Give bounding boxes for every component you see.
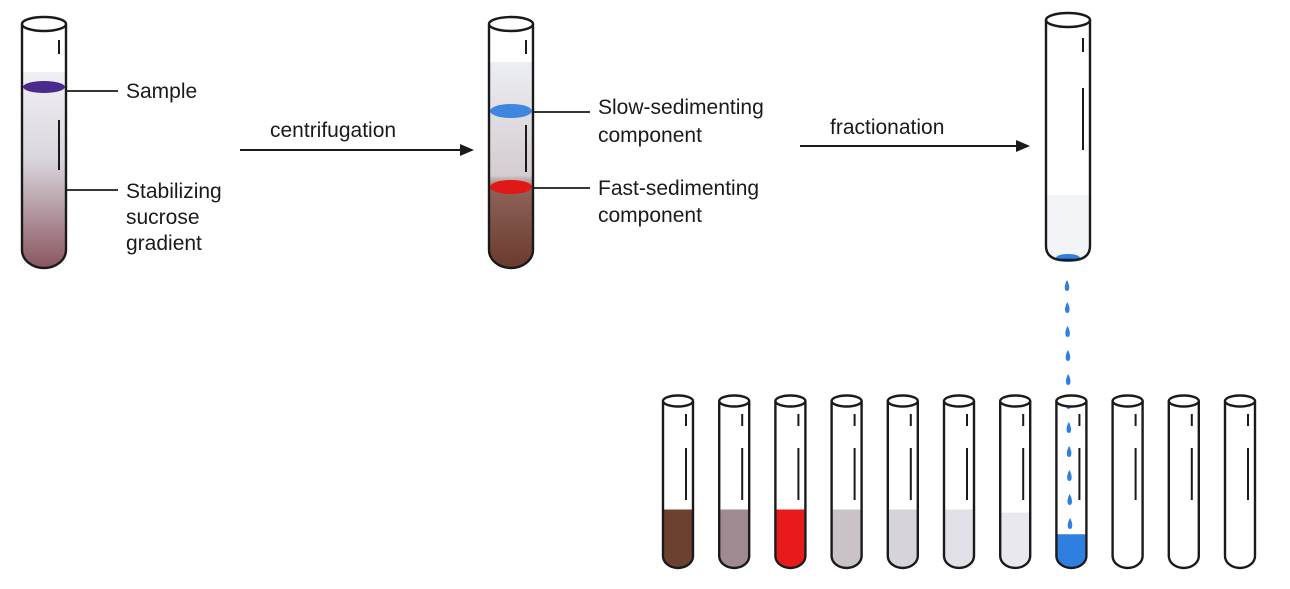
drop xyxy=(1066,446,1072,457)
fraction-tube-outline xyxy=(886,401,919,570)
tube-1-rim xyxy=(20,15,68,33)
fraction-tube-rim xyxy=(830,394,863,408)
centrifugation-label: centrifugation xyxy=(270,119,396,142)
drop xyxy=(1066,422,1072,433)
drop xyxy=(1067,470,1072,481)
drop xyxy=(1065,302,1070,313)
slow-label-line1: Slow-sedimenting xyxy=(598,96,764,119)
tube-3-remaining xyxy=(1046,195,1090,262)
fraction-tube xyxy=(886,394,919,570)
fraction-tube xyxy=(1167,394,1201,570)
fraction-tube-rim xyxy=(886,394,919,408)
fraction-tube-outline xyxy=(830,401,863,570)
fraction-contents xyxy=(1057,534,1086,567)
drop xyxy=(1065,374,1071,385)
drop xyxy=(1067,518,1073,529)
fraction-contents xyxy=(664,509,692,567)
fraction-tube-rim xyxy=(1111,394,1144,408)
stabilizing-label-line1: Stabilizing xyxy=(126,180,222,203)
fraction-tube-rim xyxy=(942,394,976,408)
tube-2-rim xyxy=(487,15,535,33)
fraction-contents xyxy=(720,509,749,567)
fraction-tube-outline xyxy=(1111,401,1144,570)
fraction-tube-outline xyxy=(999,401,1032,570)
fraction-tube xyxy=(942,394,976,570)
fraction-tube xyxy=(999,394,1032,570)
fraction-tube-outline xyxy=(1223,401,1257,570)
fast-band xyxy=(490,180,532,194)
drop xyxy=(1065,350,1071,361)
tube-3-rim xyxy=(1044,11,1092,29)
fast-label-line2: component xyxy=(598,204,702,227)
fraction-tube xyxy=(1111,394,1144,570)
fraction-tube-rim xyxy=(661,394,695,408)
tube-centrifuged xyxy=(487,15,535,270)
drop xyxy=(1064,280,1070,291)
fraction-tube-rim xyxy=(999,394,1032,408)
tube-2-outline xyxy=(487,24,535,270)
drop xyxy=(1067,494,1072,505)
fraction-tube-outline xyxy=(942,401,976,570)
fraction-tube-outline xyxy=(1167,401,1200,570)
fraction-tube-outline xyxy=(774,401,807,570)
fraction-tube-rim xyxy=(718,394,751,408)
tube-sample-gradient xyxy=(20,15,68,270)
fraction-tube xyxy=(830,394,863,570)
fraction-tube xyxy=(661,394,695,570)
fraction-tube xyxy=(774,394,807,570)
fraction-tube-outline xyxy=(1055,401,1088,570)
fraction-tube-rim xyxy=(1167,394,1201,408)
fraction-tube xyxy=(1223,394,1257,570)
fraction-tubes xyxy=(661,394,1257,570)
tube-1-gradient xyxy=(22,72,66,268)
fraction-tube-rim xyxy=(1223,394,1257,408)
fraction-tube xyxy=(718,394,751,570)
tube-draining xyxy=(1044,11,1092,262)
fraction-contents xyxy=(945,509,973,567)
fraction-tube-outline xyxy=(661,401,695,570)
slow-label-line2: component xyxy=(598,124,702,147)
fraction-tube-rim xyxy=(774,394,807,408)
fast-label-line1: Fast-sedimenting xyxy=(598,177,759,200)
sample-label: Sample xyxy=(126,80,197,103)
sample-band xyxy=(23,81,65,93)
fraction-tube-outline xyxy=(718,401,751,570)
drop xyxy=(1065,326,1070,337)
stabilizing-label-line2: sucrose xyxy=(126,206,200,229)
fraction-contents xyxy=(888,509,917,567)
stabilizing-label-line3: gradient xyxy=(126,232,202,255)
fraction-contents xyxy=(776,509,805,567)
tube-1-outline xyxy=(20,24,68,270)
fraction-contents xyxy=(832,509,861,567)
fraction-contents xyxy=(1001,512,1030,567)
fraction-tube-rim xyxy=(1055,394,1088,408)
fractionation-label: fractionation xyxy=(830,116,944,139)
slow-band xyxy=(490,104,532,118)
tube-3-outline xyxy=(1044,20,1092,262)
fraction-tube xyxy=(1055,394,1088,570)
